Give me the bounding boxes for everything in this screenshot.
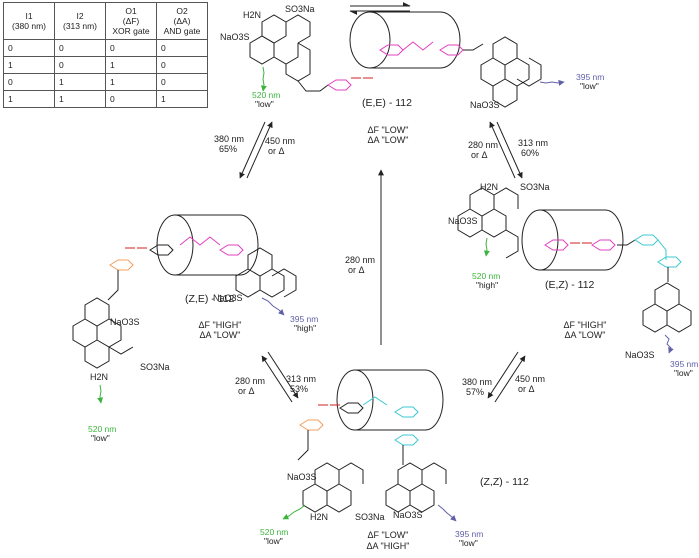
group-h2n: H2N (310, 512, 328, 522)
label-ee-ez-back-2: or Δ (471, 150, 488, 160)
group-naso3: NaO3S (393, 510, 423, 520)
label-ee-ze-back-2: or Δ (268, 146, 285, 156)
readout-ee-da: ΔA "LOW" (368, 135, 409, 145)
emission-arrow (664, 334, 674, 354)
header-o2: O2(ΔA)AND gate (156, 2, 208, 40)
group-naso3: NaO3S (213, 293, 243, 303)
group-naso3: NaO3S (287, 472, 317, 482)
readout-ez-da: ΔA "LOW" (565, 330, 606, 340)
arrow-ze-to-zz (267, 351, 299, 399)
label-ez-zz-back-1: 450 nm (515, 374, 545, 384)
emission-zz-395-q: "low" (459, 538, 478, 548)
label-ee-ez-back-1: 280 nm (468, 140, 498, 150)
label-zz-ee-1: 280 nm (345, 255, 375, 265)
emission-zz-520: 520 nm (260, 527, 288, 537)
group-naso3: NaO3S (470, 100, 500, 110)
state-label-ee: (E,E) - 112 (362, 97, 412, 109)
emission-ee-520-q: "low" (255, 99, 274, 109)
emission-ze-395: 395 nm (290, 314, 318, 324)
table-row: 0 1 1 0 (3, 73, 208, 91)
label-ee-ez-fwd-1: 313 nm (518, 138, 548, 148)
label-ee-ze-back-1: 450 nm (265, 136, 295, 146)
emission-ez-520-q: "high" (476, 280, 498, 290)
emission-arrow (539, 79, 565, 86)
molecule-ze (72, 214, 297, 369)
arrow-ez-to-zz (487, 351, 519, 399)
emission-arrow (261, 297, 285, 316)
truth-table-header: I1(380 nm) I2(313 nm) O1(ΔF)XOR gate O2(… (3, 2, 208, 40)
emission-ee-520: 520 nm (252, 90, 280, 100)
emission-markers: 520 nm "low" 395 nm "low" 395 nm "high" … (88, 66, 698, 548)
molecule-ez (457, 187, 692, 333)
readout-ze-da: ΔA "LOW" (200, 330, 241, 340)
label-ze-zz-fwd-2: 53% (290, 384, 308, 394)
label-ze-zz-back-2: or Δ (238, 386, 255, 396)
table-cell: 0 (105, 90, 157, 108)
group-h2n: H2N (480, 182, 498, 192)
emission-arrow (260, 66, 267, 92)
group-so3na: SO3Na (285, 4, 315, 14)
group-h2n: H2N (90, 372, 108, 382)
state-label-ze: (Z,E) - 112 (185, 293, 235, 305)
table-row: 0 0 0 0 (3, 39, 208, 57)
label-ze-zz-fwd-1: 313 nm (286, 374, 316, 384)
label-ee-ze-fwd-2: 65% (219, 144, 237, 154)
emission-ez-395: 395 nm (670, 359, 698, 369)
arrow-ee-to-ez (496, 121, 523, 179)
state-label-ez: (E,Z) - 112 (545, 279, 595, 291)
molecule-zz (297, 369, 447, 513)
arrow-zz-to-ze (261, 355, 293, 403)
group-so3na: SO3Na (520, 182, 550, 192)
group-naso3: NaO3S (220, 32, 250, 42)
readout-ez-df: ΔF "HIGH" (564, 320, 607, 330)
label-ez-zz-fwd-2: 57% (466, 387, 484, 397)
state-readouts: ΔF "LOW" ΔA "LOW" ΔF "HIGH" ΔA "LOW" ΔF … (199, 125, 607, 551)
table-row: 1 1 0 1 (3, 90, 208, 108)
emission-ez-520: 520 nm (472, 271, 500, 281)
emission-arrow (437, 504, 457, 522)
group-naso3: NaO3S (110, 317, 140, 327)
label-ez-zz-back-2: or Δ (518, 384, 535, 394)
readout-zz-da: ΔA "HIGH" (367, 541, 410, 551)
header-i1: I1(380 nm) (3, 2, 55, 40)
label-ee-ez-fwd-2: 60% (521, 148, 539, 158)
readout-ee-df: ΔF "LOW" (368, 125, 409, 135)
emission-ez-395-q: "low" (674, 368, 693, 378)
label-ez-zz-fwd-1: 380 nm (462, 377, 492, 387)
reaction-arrows (239, 2, 526, 403)
table-cell: 1 (156, 90, 208, 108)
arrow-labels: 380 nm 65% 450 nm or Δ 280 nm or Δ 313 n… (214, 134, 548, 397)
arrow-ez-to-ee (489, 121, 516, 179)
emission-zz-520-q: "low" (264, 536, 283, 546)
emission-ze-395-q: "high" (294, 323, 316, 333)
truth-table: I1(380 nm) I2(313 nm) O1(ΔF)XOR gate O2(… (3, 2, 208, 108)
group-labels: SO3Na H2N NaO3S NaO3S NaO3S SO3Na H2N Na… (90, 4, 655, 522)
arrow-zz-to-ez (494, 355, 526, 403)
state-label-zz: (Z,Z) - 112 (480, 476, 529, 488)
readout-zz-df: ΔF "LOW" (368, 530, 409, 540)
arrow-ze-to-ee (246, 121, 273, 179)
group-naso3: NaO3S (625, 350, 655, 360)
header-o1: O1(ΔF)XOR gate (105, 2, 157, 40)
emission-arrow (282, 504, 306, 520)
emission-arrow (483, 237, 490, 257)
group-h2n: H2N (243, 10, 261, 20)
group-so3na: SO3Na (140, 362, 170, 372)
readout-ze-df: ΔF "HIGH" (199, 320, 242, 330)
emission-ee-395: 395 nm (576, 72, 604, 82)
label-zz-ee-2: or Δ (348, 265, 365, 275)
molecule-ee (249, 11, 542, 108)
state-labels: (E,E) - 112 (Z,E) - 112 (E,Z) - 112 (Z,Z… (185, 97, 595, 488)
label-ze-zz-back-1: 280 nm (235, 376, 265, 386)
emission-zz-395: 395 nm (455, 529, 483, 539)
emission-arrow (97, 384, 104, 404)
group-so3na: SO3Na (355, 512, 385, 522)
label-ee-ze-fwd-1: 380 nm (214, 134, 244, 144)
emission-ee-395-q: "low" (580, 81, 599, 91)
group-naso3: NaO3S (448, 216, 478, 226)
emission-ze-520-q: "low" (91, 433, 110, 443)
arrow-ee-to-ze (239, 121, 266, 179)
emission-ze-520: 520 nm (88, 424, 116, 434)
